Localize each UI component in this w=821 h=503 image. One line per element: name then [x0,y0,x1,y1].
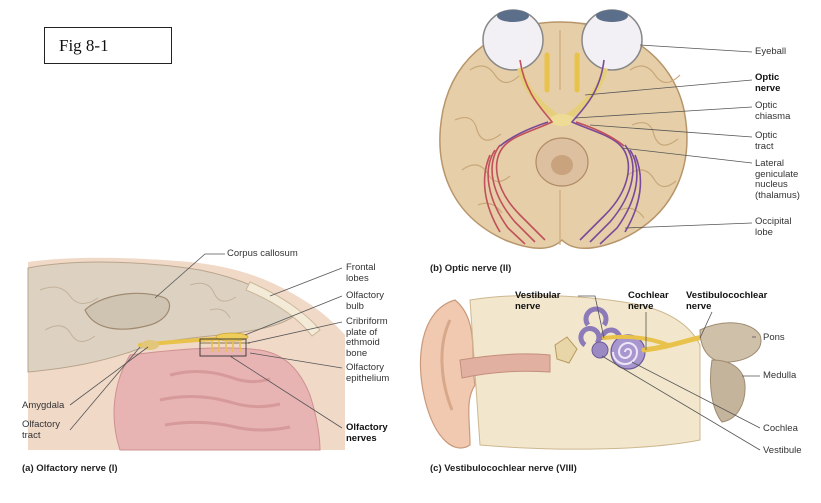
label-vestibulocochlear-nerve: Vestibulocochlear nerve [686,290,768,312]
label-cochlear-nerve: Cochlear nerve [628,290,669,312]
olfactory-bulb-shape [215,332,249,342]
frontal-bone [245,281,321,337]
caption-optic: (b) Optic nerve (II) [430,263,512,274]
label-olfactory-bulb: Olfactory bulb [346,290,385,312]
figure-label: Fig 8-1 [59,36,109,55]
label-olfactory-tract: Olfactory tract [22,419,61,441]
label-amygdala: Amygdala [22,400,65,411]
brain-inferior-view [439,21,688,249]
label-vestibular-nerve: Vestibular nerve [515,290,561,312]
vestibule-shape [591,341,609,359]
label-vestibule: Vestibule [763,445,802,456]
label-eyeball: Eyeball [755,46,787,57]
caption-olfactory: (a) Olfactory nerve (I) [22,463,118,474]
label-lateral-geniculate-nucleus: Lateral geniculate nucleus (thalamus) [755,158,800,201]
left-visual-radiation [483,59,554,245]
label-olfactory-epithelium: Olfactory epithelium [346,362,390,384]
corpus-callosum-shape [84,292,171,330]
label-frontal-lobes: Frontal lobes [346,262,376,284]
right-iris [596,10,628,22]
ear-helix-fold [440,319,454,411]
label-medulla: Medulla [763,370,797,381]
left-optic-nerve [517,67,560,121]
optic-panel-illustration [439,9,753,249]
vestibular-nerve-shape [602,334,670,347]
label-optic-chiasma: Optic chiasma [755,100,791,122]
label-pons: Pons [763,332,785,343]
label-cochlea: Cochlea [763,423,798,434]
sagittal-gyri [39,282,237,342]
right-optic-nerve [564,67,608,121]
label-cribriform-plate: Cribriform plate of ethmoid bone [346,316,388,359]
right-visual-radiation [570,59,642,245]
olfactory-detail-box [199,338,247,357]
pons-shape [699,322,762,363]
ear-canal [459,353,551,379]
nasal-concha-1 [169,370,271,384]
label-olfactory-nerves: Olfactory nerves [346,422,388,444]
nasal-concha-2 [159,394,281,409]
optic-leader-lines [574,44,753,229]
olfactory-nerve-fibers [211,340,241,352]
optic-chiasma [550,114,574,126]
label-optic-tract: Optic tract [755,130,778,152]
olfactory-panel-illustration [27,253,345,451]
temporal-bone [469,294,701,450]
ossicles [554,336,578,364]
amygdala-shape [141,340,159,350]
medulla-shape [709,359,746,423]
midbrain [551,155,573,175]
nasal-concha-3 [164,420,291,432]
ear-leader-lines [578,295,761,451]
ear-panel-illustration [419,294,762,451]
left-iris [497,10,529,22]
label-occipital-lobe: Occipital lobe [755,216,792,238]
caption-vestibulocochlear: (c) Vestibulocochlear nerve (VIII) [430,463,577,474]
cochlea-shape [610,334,646,370]
olfactory-leader-lines [69,253,343,431]
label-optic-nerve: Optic nerve [755,72,781,94]
figure-label-box: Fig 8-1 [44,27,172,64]
label-corpus-callosum: Corpus callosum [227,248,298,259]
